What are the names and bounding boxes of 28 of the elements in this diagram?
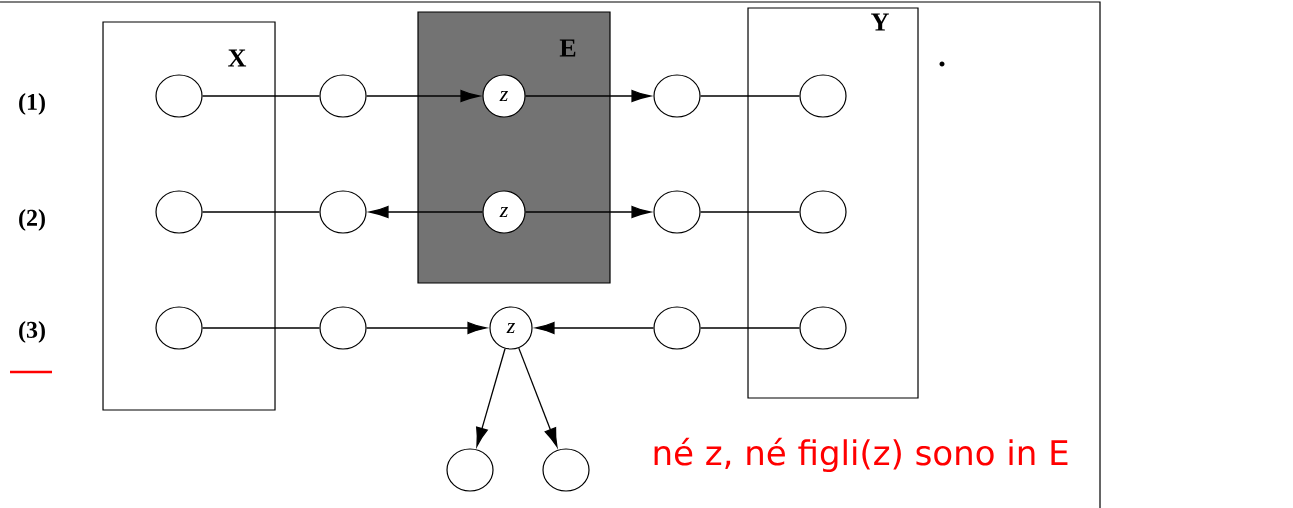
arrow: [365, 89, 480, 103]
node-circle: [799, 190, 847, 234]
node-circle: [653, 74, 701, 118]
row-number: (3): [19, 321, 45, 343]
group-box: Y: [747, 7, 919, 399]
arrow: [369, 205, 484, 219]
arrow: [524, 89, 651, 103]
row-number: (1): [19, 93, 45, 115]
node-circle: [319, 306, 367, 350]
handwritten-note: né z, né figli(z) sono in E: [654, 437, 1068, 473]
node-circle: [155, 74, 203, 118]
arrow: [518, 347, 558, 448]
arrow: [476, 348, 506, 447]
arrow: [524, 205, 651, 219]
node-circle: [155, 190, 203, 234]
node-circle: [799, 74, 847, 118]
node-circle: [653, 190, 701, 234]
group-box: X: [102, 21, 276, 411]
row-number: (2): [19, 209, 45, 231]
node-circle: [155, 306, 203, 350]
node-circle: [319, 74, 367, 118]
node-circle: [542, 448, 590, 492]
arrow: [535, 321, 655, 335]
arrow: [365, 321, 487, 335]
node-circle: [319, 190, 367, 234]
node-circle: [799, 306, 847, 350]
node-circle: [653, 306, 701, 350]
node-circle: [446, 448, 494, 492]
